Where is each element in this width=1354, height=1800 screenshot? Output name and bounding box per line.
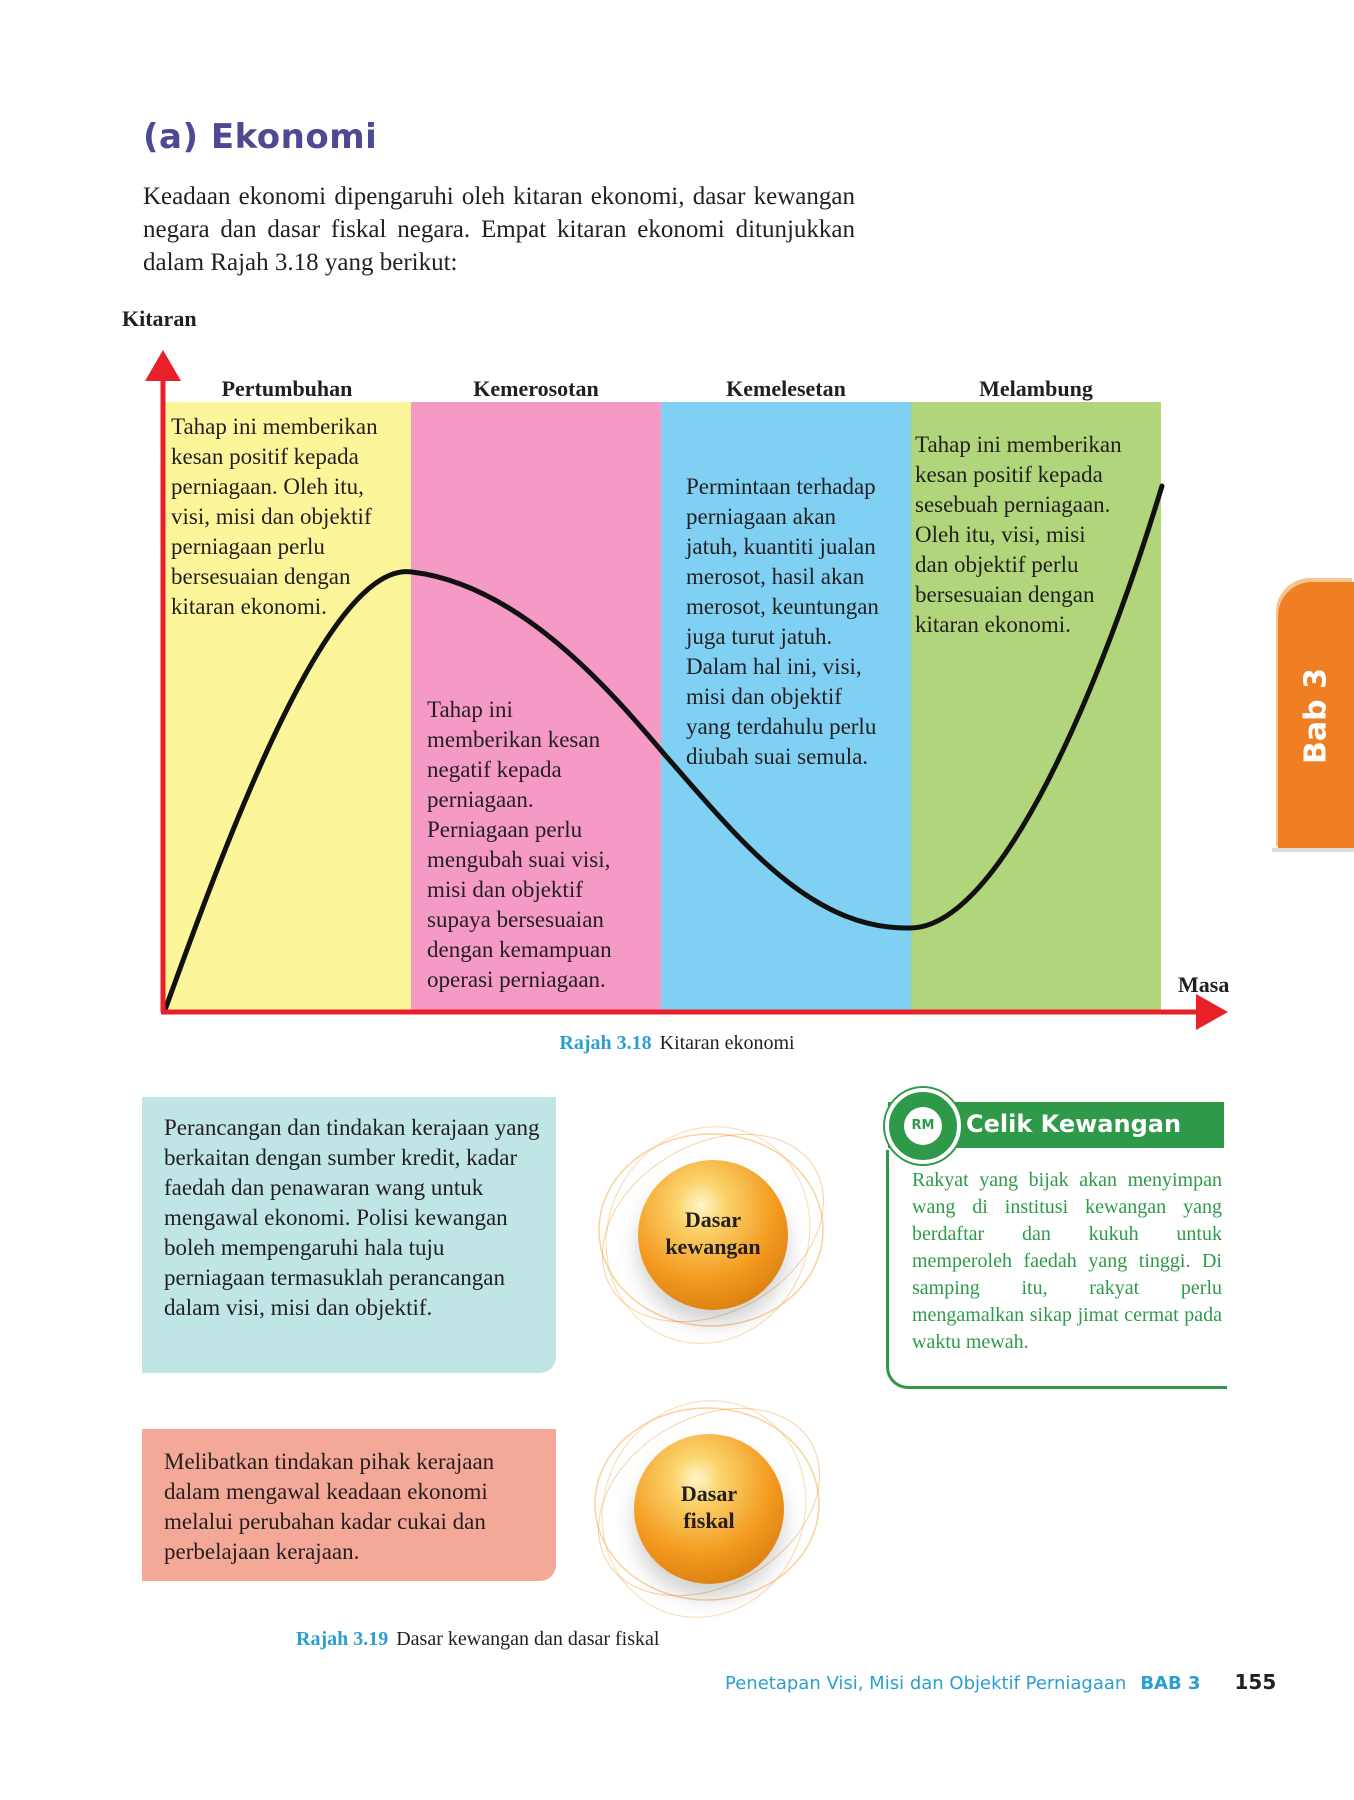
figure-number: Rajah 3.18 <box>559 1032 652 1054</box>
sphere-rings-icon <box>598 1126 824 1344</box>
figure-caption: Rajah 3.18 Kitaran ekonomi <box>0 1032 1354 1055</box>
tip-frame <box>886 1150 1227 1389</box>
chapter-tab-divider <box>1272 848 1354 852</box>
section-heading: (a) Ekonomi <box>143 117 378 157</box>
sphere: Dasar kewangan <box>638 1160 788 1310</box>
phase-title-kemerosotan: Kemerosotan <box>473 376 599 401</box>
page-number: 155 <box>1234 1670 1277 1694</box>
y-axis-arrow <box>145 350 181 381</box>
tip-badge-label: RM <box>904 1107 942 1145</box>
tip-title: Celik Kewangan <box>966 1110 1182 1138</box>
figure-title: Kitaran ekonomi <box>659 1032 795 1054</box>
phase-desc-pertumbuhan: Tahap ini memberikan kesan positif kepad… <box>171 414 378 619</box>
page-footer: Penetapan Visi, Misi dan Objektif Pernia… <box>725 1670 1276 1694</box>
phase-title-kemelesetan: Kemelesetan <box>726 376 846 401</box>
sphere: Dasar fiskal <box>634 1434 784 1584</box>
footer-chapter-number: BAB 3 <box>1140 1673 1201 1694</box>
x-axis-arrow <box>1196 994 1228 1030</box>
chapter-tab: Bab 3 <box>1278 582 1354 850</box>
fiscal-policy-text: Melibatkan tindakan pihak kerajaan dalam… <box>164 1449 495 1564</box>
phase-band-kemelesetan <box>661 402 911 1010</box>
figure-number: Rajah 3.19 <box>296 1628 389 1650</box>
figure-title: Dasar kewangan dan dasar fiskal <box>396 1628 660 1650</box>
fiscal-policy-box: Melibatkan tindakan pihak kerajaan dalam… <box>142 1429 556 1581</box>
cycle-curve <box>162 483 1165 1013</box>
economic-cycle-diagram <box>145 350 1228 1030</box>
monetary-policy-sphere: Dasar kewangan <box>583 1100 833 1350</box>
intro-paragraph: Keadaan ekonomi dipengaruhi oleh kitaran… <box>143 183 855 276</box>
monetary-policy-text: Perancangan dan tindakan kerajaan yang b… <box>164 1115 540 1320</box>
x-axis-label: Masa <box>1178 972 1230 997</box>
monetary-policy-box: Perancangan dan tindakan kerajaan yang b… <box>142 1097 556 1373</box>
chapter-tab-label: Bab 3 <box>1298 668 1334 764</box>
phase-title-pertumbuhan: Pertumbuhan <box>221 376 353 401</box>
fiscal-policy-sphere: Dasar fiskal <box>579 1374 829 1624</box>
figure-caption: Rajah 3.19 Dasar kewangan dan dasar fiska… <box>296 1628 659 1651</box>
coin-stack-icon: RM <box>885 1088 961 1164</box>
phase-desc-kemerosotan: Tahap ini memberikan kesan negatif kepad… <box>427 697 612 992</box>
y-axis-label: Kitaran <box>122 306 197 331</box>
sphere-label: Dasar kewangan <box>665 1207 761 1259</box>
phase-title-melambung: Melambung <box>979 376 1093 401</box>
phase-desc-kemelesetan: Permintaan terhadap perniagaan akan jatu… <box>686 474 879 769</box>
sphere-rings-icon <box>594 1400 820 1618</box>
footer-chapter-title: Penetapan Visi, Misi dan Objektif Pernia… <box>725 1673 1127 1694</box>
tip-body: Rakyat yang bijak akan menyimpan wang di… <box>912 1169 1222 1353</box>
phase-desc-melambung: Tahap ini memberikan kesan positif kepad… <box>915 432 1122 637</box>
sphere-label: Dasar fiskal <box>680 1481 738 1533</box>
